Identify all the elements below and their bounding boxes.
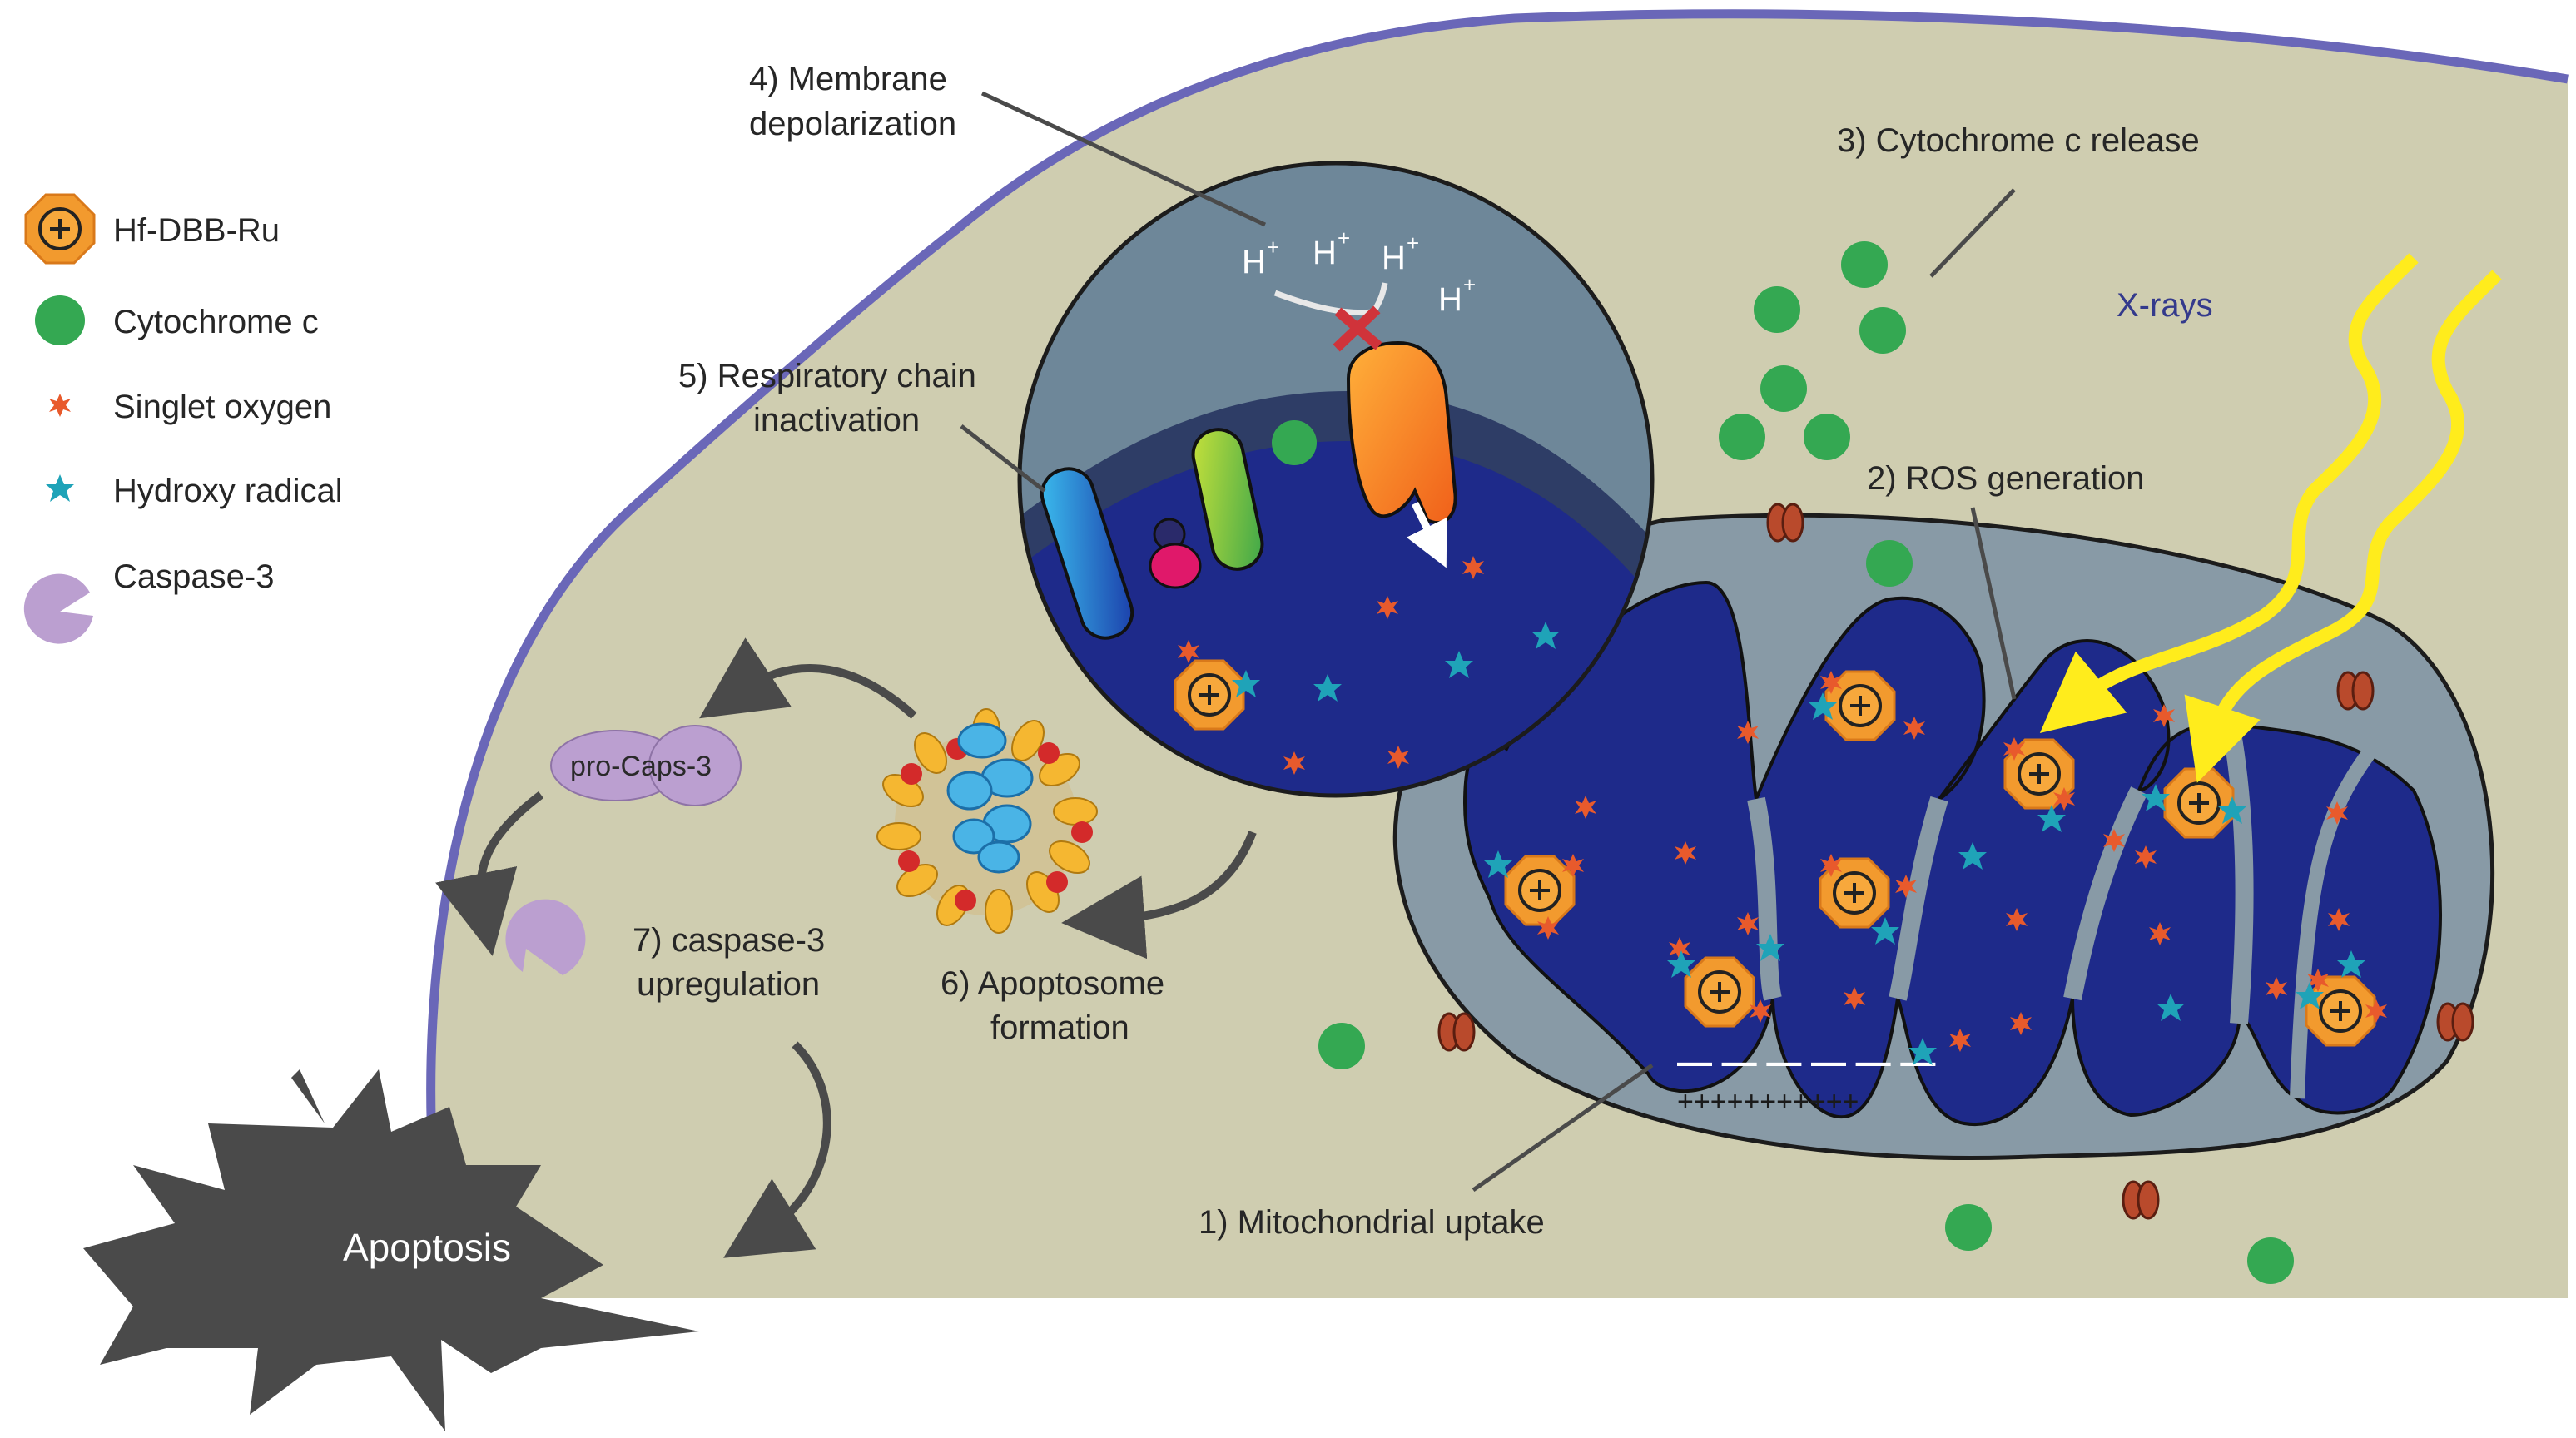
zoom-inset: H+ H+ H+ H+ (1017, 161, 1655, 798)
hf-dbb-ru-particle-icon (1684, 956, 1755, 1028)
legend-label: Hf-DBB-Ru (113, 212, 280, 249)
step-5-label: inactivation (753, 402, 920, 439)
caspase-3-icon (23, 573, 94, 644)
svg-text:H: H (1382, 240, 1406, 276)
legend-item: Cytochrome c (35, 295, 319, 345)
active-caspase-3-icon (505, 899, 586, 975)
hf-dbb-ru-particle-icon (1504, 855, 1576, 926)
block-x-icon (1333, 305, 1382, 352)
legend-item: Hf-DBB-Ru (24, 193, 280, 265)
hf-dbb-ru-icon (24, 193, 96, 265)
porin-icon (2336, 671, 2375, 711)
step-4-label: 4) Membrane (749, 61, 947, 97)
legend-label: Caspase-3 (113, 558, 274, 595)
svg-text:+: + (1463, 272, 1476, 297)
svg-text:+: + (1407, 231, 1419, 255)
hydroxy-radical-icon (46, 474, 74, 502)
arrow-zoom-to-apoptosome (1061, 831, 1257, 959)
step-7-label: 7) caspase-3 (633, 922, 825, 959)
legend-label: Singlet oxygen (113, 389, 331, 425)
cytochrome-c-icon (35, 295, 85, 345)
svg-text:+: + (1338, 226, 1350, 250)
inner-membrane-crista (1747, 796, 1782, 1001)
step-3-label: 3) Cytochrome c release (1837, 122, 2200, 159)
arrow-procaspase-to-caspase (435, 791, 544, 956)
cytochrome-c-zoom-icon (1272, 420, 1317, 465)
proton-label: H+ H+ H+ H+ (1242, 226, 1476, 318)
leader-line (1929, 188, 2016, 278)
cell-membrane (426, 9, 2569, 1162)
step-6-label: 6) Apoptosome (941, 965, 1164, 1002)
proton-entry-arrow (1406, 502, 1447, 568)
legend-label: Cytochrome c (113, 304, 319, 340)
arrow-upregulation-to-apoptosis (723, 1041, 831, 1258)
svg-text:H: H (1313, 235, 1337, 271)
svg-text:+: + (1267, 235, 1279, 260)
step-6-label: formation (990, 1009, 1129, 1046)
svg-text:H: H (1242, 244, 1266, 280)
svg-text:H: H (1438, 281, 1462, 318)
inner-membrane-crista (2290, 744, 2379, 1099)
xray-waves (2039, 253, 2502, 783)
porin-icon (1437, 1012, 1476, 1052)
apoptosis-cell-icon (83, 1069, 699, 1431)
legend-item: Hydroxy radical (46, 473, 343, 509)
membrane-positive-charges: +++++++++++ (1677, 1086, 1859, 1118)
arrow-apoptosome-to-procaspase (699, 637, 917, 719)
membrane-negative-charges: — — — — — — (1677, 1042, 1935, 1081)
legend-item: Caspase-3 (23, 558, 274, 644)
xrays-label: X-rays (2117, 287, 2213, 324)
step-4-label: depolarization (749, 106, 956, 142)
complex-iii-icon (1191, 428, 1264, 571)
step-7-label: upregulation (637, 966, 820, 1003)
leader-line (1472, 1063, 1654, 1193)
step-1-label: 1) Mitochondrial uptake (1199, 1204, 1545, 1241)
hf-dbb-ru-particle-icon (2163, 767, 2235, 839)
legend-label: Hydroxy radical (113, 473, 343, 509)
leader-line (980, 91, 1267, 227)
legend-item: Singlet oxygen (49, 389, 331, 425)
step-5-label: 5) Respiratory chain (678, 358, 976, 394)
step-2-label: 2) ROS generation (1867, 460, 2145, 497)
atp-synthase-icon (1346, 340, 1457, 525)
porin-icon (2436, 1002, 2474, 1042)
pro-caspase-3-icon: pro-Caps-3 (550, 725, 742, 806)
porin-icon (1766, 503, 1804, 543)
apoptosis-label: Apoptosis (343, 1226, 511, 1269)
leader-line (960, 424, 1046, 493)
hf-dbb-ru-zoom-icon (1174, 659, 1245, 731)
inner-membrane-crista (1889, 796, 1948, 1001)
inner-membrane-crista (2063, 786, 2147, 1001)
pro-caps-label: pro-Caps-3 (570, 751, 712, 782)
proton-flow-arrow (1273, 290, 1374, 316)
leader-line (1970, 507, 2017, 700)
singlet-oxygen-icon (49, 394, 71, 417)
cytochrome-c-cluster (1318, 241, 2294, 1284)
complex-i-icon (1040, 467, 1134, 640)
legend: Hf-DBB-Ru Cytochrome c Singlet oxygen Hy… (23, 193, 343, 644)
cytochrome-complex-icon (1149, 543, 1202, 589)
porin-icon (2122, 1180, 2160, 1220)
apoptosome-icon (876, 708, 1098, 934)
